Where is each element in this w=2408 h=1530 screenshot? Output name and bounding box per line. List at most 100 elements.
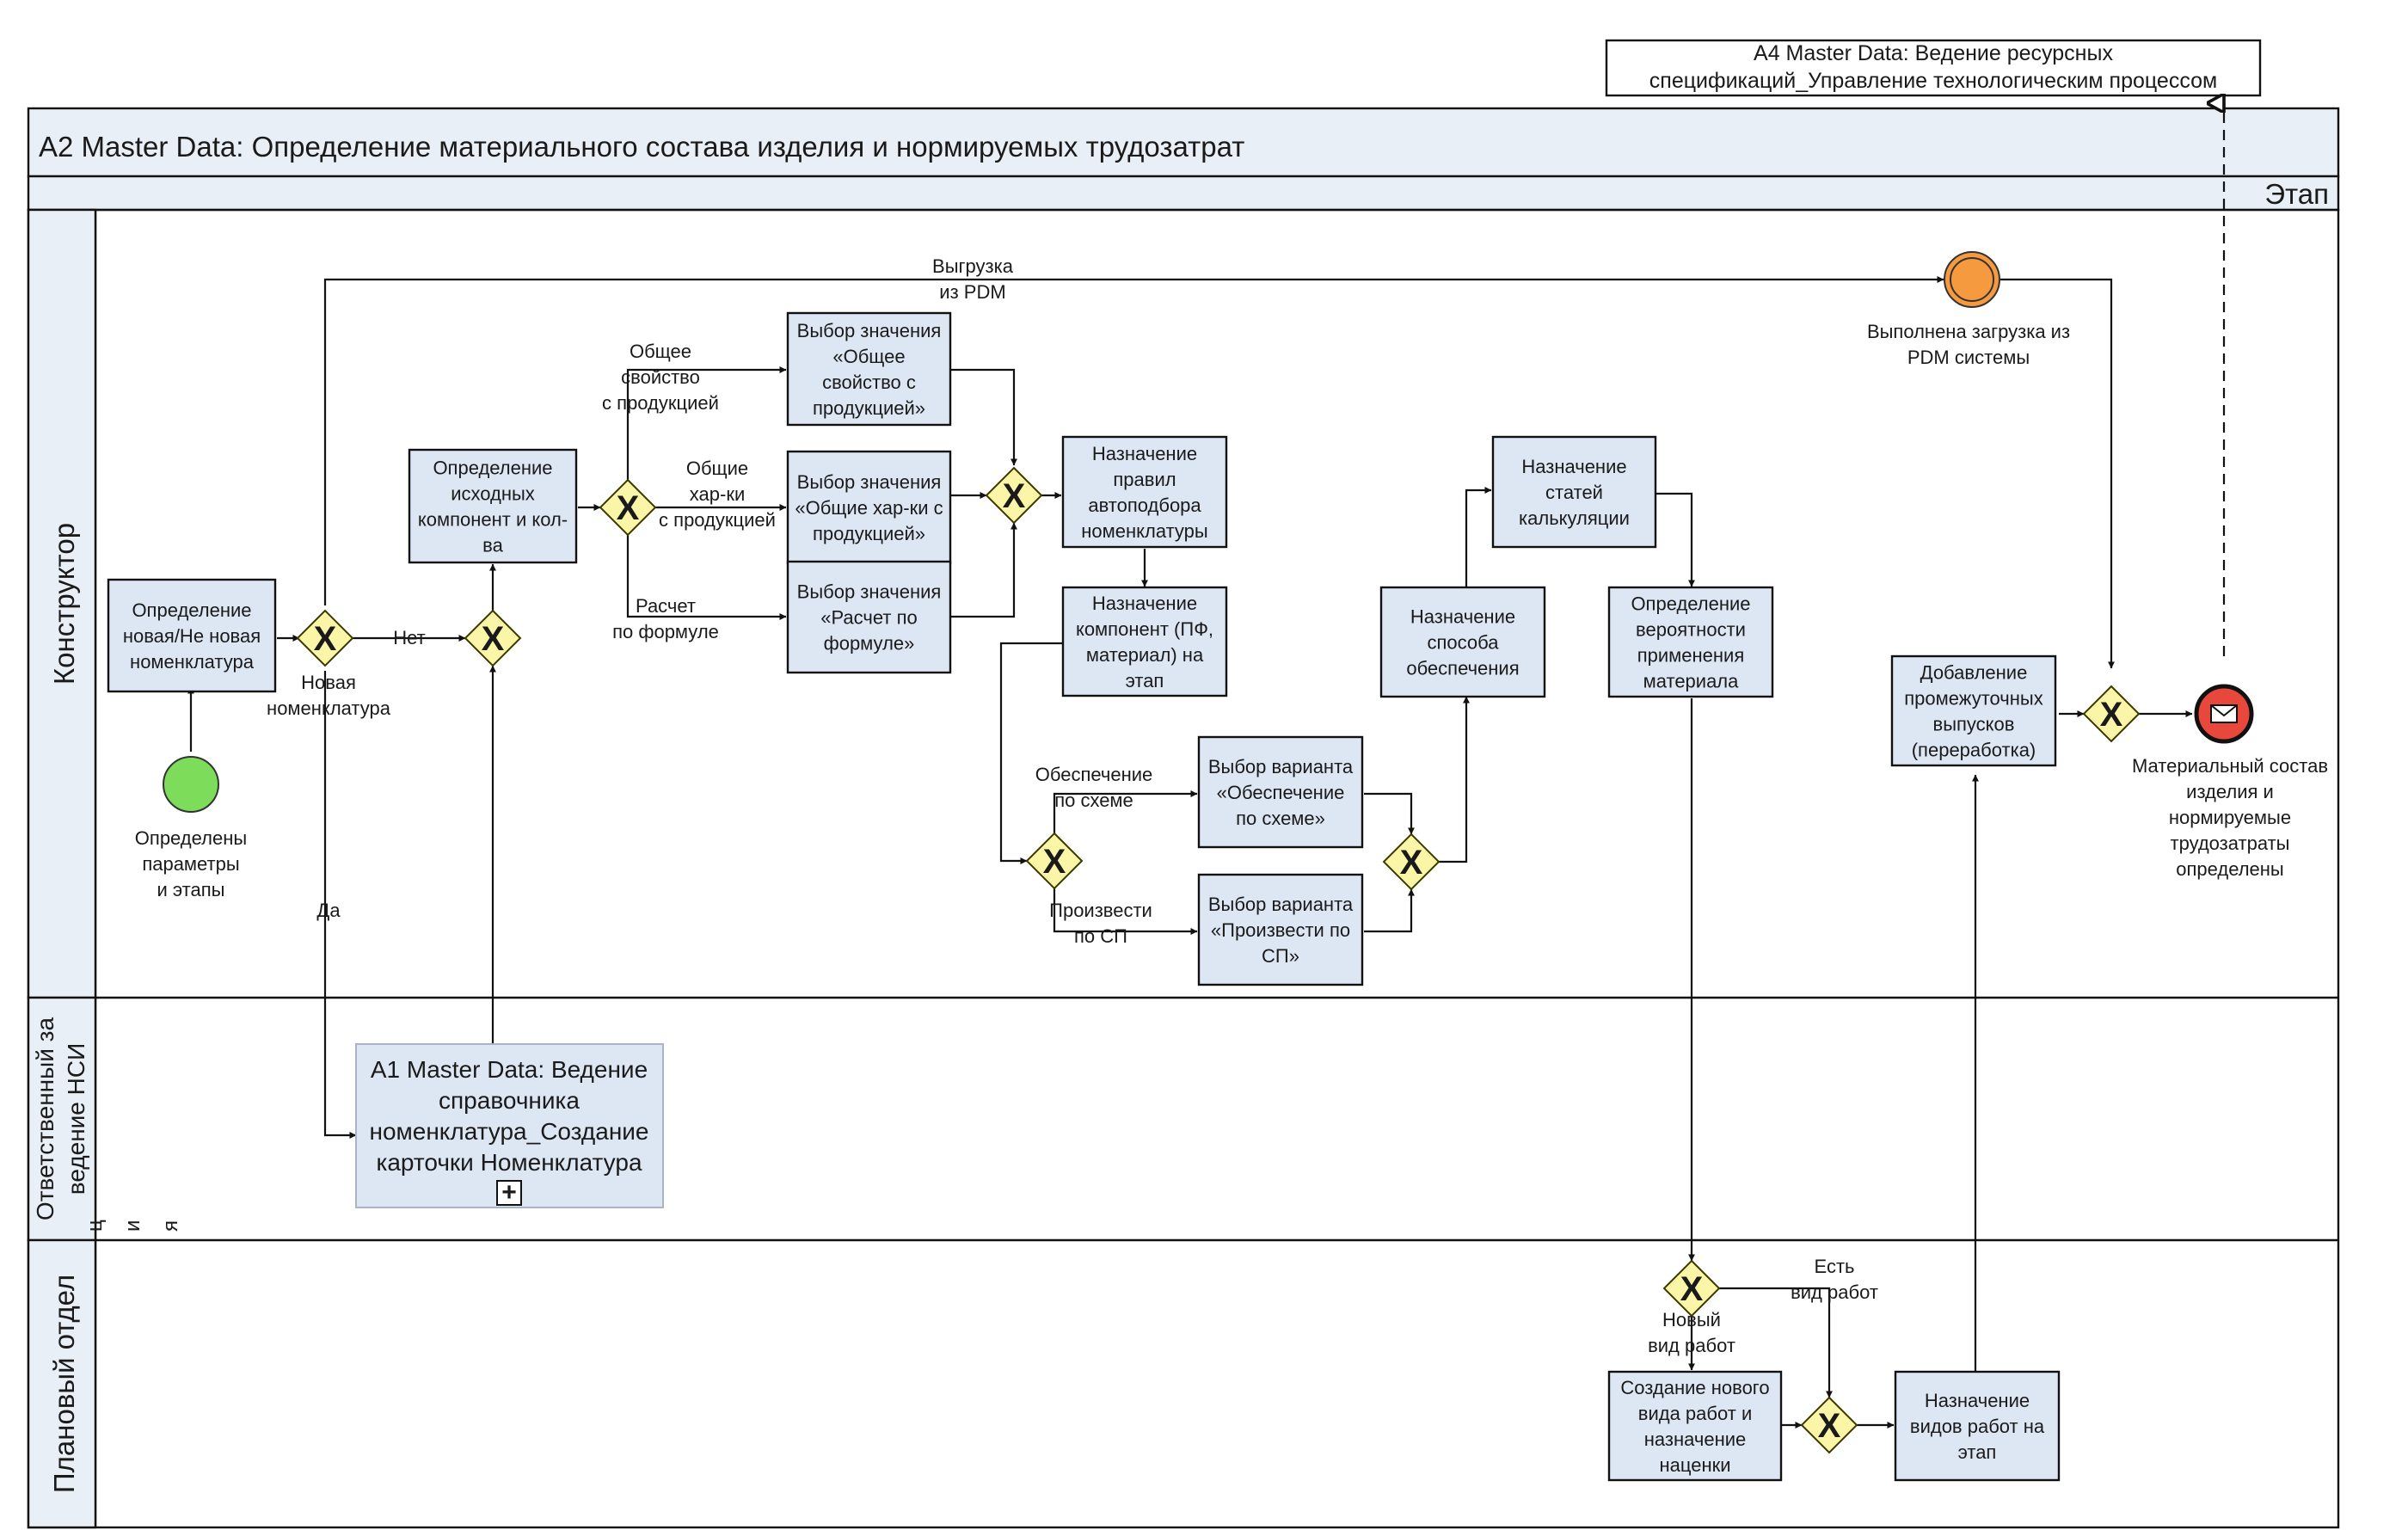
task-label: компонент и кол- [418,509,568,531]
lane-label-nsi-line1: Ответственный за [32,1017,58,1220]
expand-marker: + [501,1178,517,1207]
task-intermediate-output[interactable]: Добавлениепромежуточныхвыпусков(перерабо… [1890,654,2057,767]
flow-label: по формуле [612,621,719,642]
flow-label: с продукцией [659,509,776,531]
gateway-diamond [464,609,522,667]
start-event-label: Определены параметры и этапы [135,827,247,900]
flow-pdm-export [323,276,1944,605]
flow [1465,487,1492,588]
event-label: PDM системы [1907,347,2030,368]
exclusive-gateway[interactable]: X [985,466,1043,525]
flow [1439,696,1470,863]
task-box [1197,735,1364,849]
flow-label: Есть [1815,1256,1855,1277]
external-ref-line2: спецификаций_Управление технологическим … [1649,69,2217,93]
task-label: Назначение [1410,606,1515,628]
expand-icon[interactable] [496,1180,522,1206]
task-label: «Обеспечение [1217,782,1345,803]
exclusive-gateway[interactable]: X [296,609,354,667]
exclusive-gateway[interactable]: X [1382,833,1440,891]
flow-label: хар-ки [690,483,745,505]
flow-produce-sp [1053,888,1198,935]
task-label: ва [482,535,503,556]
external-reference-a4[interactable]: A4 Master Data: Ведение ресурсных специф… [1605,39,2262,97]
task-label: этап [1958,1441,1997,1463]
task-label: Определение [132,599,251,621]
flow-labels: Выгрузка из PDM Нет Новая номенклатура Д… [267,255,1878,1356]
task-label: Выбор варианта [1208,756,1354,777]
task-label: номенклатуры [1081,520,1207,542]
flow-label: Обеспечение [1035,764,1153,785]
flow-label: Да [316,900,341,921]
event-label: Выполнена загрузка из [1867,321,2070,342]
task-label: промежуточных [1904,688,2042,710]
task-box [1491,435,1657,549]
task-label: этап [1126,670,1164,691]
subprocess-a1[interactable]: A1 Master Data: Ведение справочника номе… [355,1043,664,1208]
task-label: вероятности [1636,619,1746,641]
task-label: СП» [1262,945,1299,967]
flow-label: свойство [621,366,700,388]
exclusive-gateway[interactable]: X [599,478,657,537]
gateway-diamond [1662,1259,1721,1318]
event-label: Материальный состав [2132,755,2328,777]
task-label: выпусков [1933,714,2015,735]
start-event[interactable] [163,756,219,813]
gateway-diamond [1382,833,1440,891]
flow-label: вид работ [1648,1335,1735,1356]
flow [1364,792,1415,835]
flow-label: по СП [1074,925,1127,947]
flow-supply-scheme [1053,790,1198,833]
lane-header-planning[interactable] [27,1238,97,1529]
lane-header-nsi[interactable] [27,996,97,1242]
lane-header-designer[interactable] [27,208,97,999]
exclusive-gateway[interactable]: X [2082,685,2141,743]
task-box [1061,586,1228,697]
task-label: Выбор значения [797,581,942,603]
task-label: «Произвести по [1211,919,1350,941]
pool-body [27,208,2340,1529]
gateway-x-icon: X [1043,843,1066,881]
exclusive-gateway[interactable]: X [1800,1396,1858,1454]
task-box [1890,654,2057,767]
task-box [408,448,578,564]
event-label: изделия и [2186,781,2274,802]
gateway-x-icon: X [482,620,505,658]
gateway-x-icon: X [314,620,337,658]
stage-label: Этап [2264,178,2329,210]
flow-label: номенклатура [267,697,391,719]
exclusive-gateway[interactable]: X [1025,832,1084,890]
task-probability[interactable]: Определениевероятностипримененияматериал… [1607,586,1774,698]
exclusive-gateway[interactable]: X [1662,1259,1721,1318]
intermediate-event[interactable] [1944,251,2000,308]
task-label: Назначение [1092,443,1197,464]
task-label: Добавление [1920,662,2028,684]
exclusive-gateway[interactable]: X [464,609,522,667]
task-label: исходных [451,483,535,505]
subprocess-line: номенклатура_Создание [369,1118,648,1145]
task-box [1061,435,1228,549]
task-label: способа [1428,632,1500,654]
task-box [1607,586,1774,698]
flow-general-property [626,366,787,480]
task-box [786,560,952,674]
end-event[interactable] [2194,684,2254,744]
task-label: Выбор значения [797,320,942,341]
task-label: Назначение [1925,1390,2030,1411]
event-label: Определены [135,827,247,849]
task-label: свойство с [822,372,916,393]
task-label: материал) на [1086,644,1204,666]
